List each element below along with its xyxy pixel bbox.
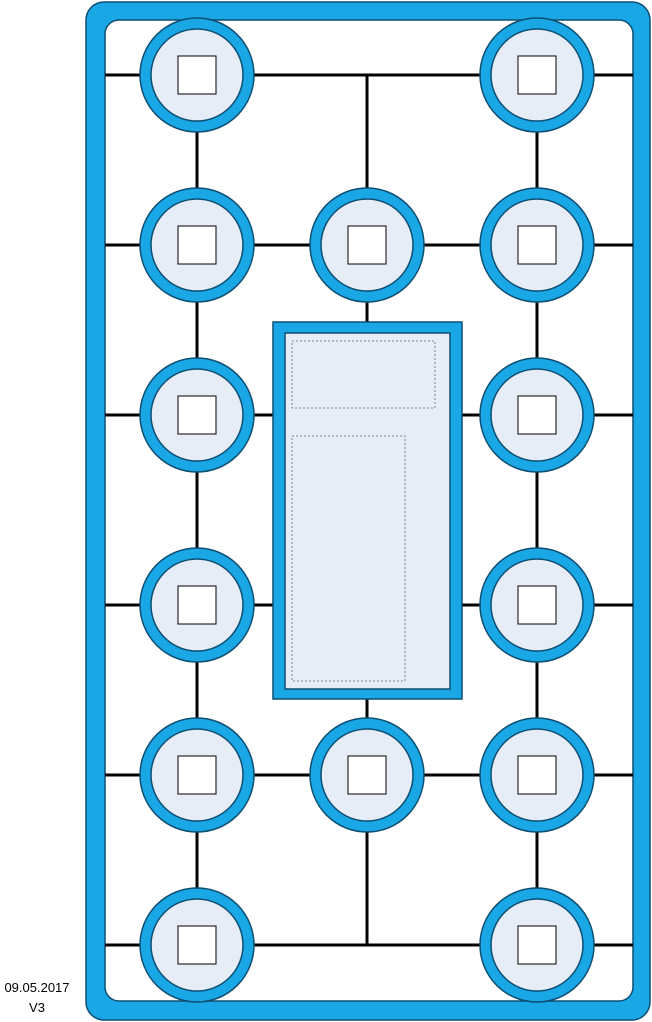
node-n13 (139, 887, 255, 1003)
node-n4 (309, 187, 425, 303)
node-square (177, 55, 217, 95)
date-label: 09.05.2017 (4, 980, 70, 995)
nodes (139, 17, 595, 1003)
node-square (517, 585, 557, 625)
node-square (347, 755, 387, 795)
node-n6 (139, 357, 255, 473)
node-n1 (139, 17, 255, 133)
node-square (517, 755, 557, 795)
node-n7 (479, 357, 595, 473)
panel-region-main (291, 435, 406, 682)
node-square (517, 55, 557, 95)
node-n9 (479, 547, 595, 663)
node-n12 (479, 717, 595, 833)
node-square (177, 755, 217, 795)
node-square (517, 395, 557, 435)
node-n3 (139, 187, 255, 303)
central-panel (272, 321, 463, 700)
node-n11 (309, 717, 425, 833)
panel-region-top (291, 340, 436, 409)
node-n8 (139, 547, 255, 663)
node-square (177, 395, 217, 435)
node-n2 (479, 17, 595, 133)
node-n14 (479, 887, 595, 1003)
node-square (177, 925, 217, 965)
version-label: V3 (29, 1000, 45, 1015)
node-square (177, 225, 217, 265)
node-square (517, 925, 557, 965)
node-n5 (479, 187, 595, 303)
node-square (177, 585, 217, 625)
node-square (517, 225, 557, 265)
node-n10 (139, 717, 255, 833)
node-square (347, 225, 387, 265)
